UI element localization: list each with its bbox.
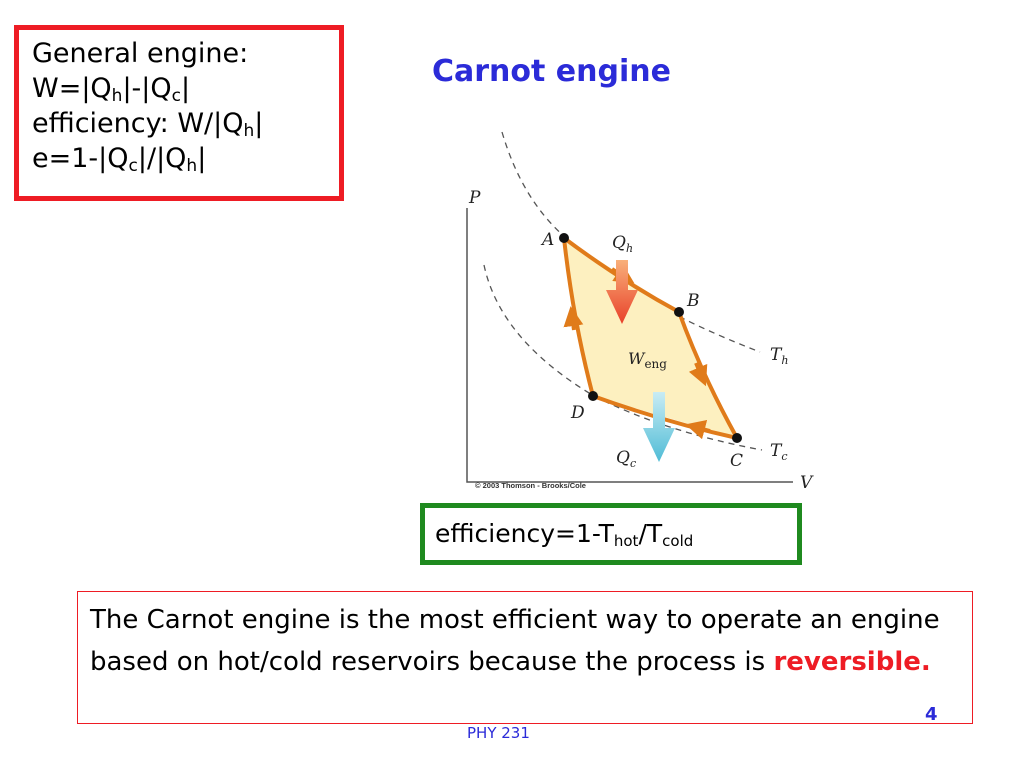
pv-diagram: P V A B C D Qh Qc Weng Th Tc © 2003 Thom… bbox=[466, 131, 814, 493]
slide-title: Carnot engine bbox=[432, 54, 671, 89]
axis-label-p: P bbox=[468, 188, 481, 208]
point-d-label: D bbox=[570, 403, 585, 423]
general-engine-box: General engine: W=|Qh|-|Qc| efficiency: … bbox=[14, 25, 344, 201]
general-engine-heading: General engine: bbox=[32, 38, 249, 69]
point-a-label: A bbox=[540, 230, 554, 250]
slide-number: 4 bbox=[925, 704, 938, 725]
point-c-label: C bbox=[730, 451, 743, 471]
work-label: Weng bbox=[628, 349, 667, 371]
heat-out-arrow bbox=[643, 392, 675, 462]
point-b-dot bbox=[674, 307, 684, 317]
arrow-c-d bbox=[685, 419, 711, 440]
point-d-dot bbox=[588, 391, 598, 401]
axis-label-v: V bbox=[800, 473, 814, 493]
summary-emphasis: reversible. bbox=[773, 647, 931, 677]
carnot-efficiency-box: efficiency=1-Thot/Tcold bbox=[420, 503, 802, 565]
cycle-region bbox=[564, 238, 737, 438]
point-b-label: B bbox=[686, 291, 700, 311]
work-equation: W=|Qh|-|Qc| bbox=[32, 73, 191, 106]
isotherm-hot-label: Th bbox=[770, 345, 788, 367]
point-a-dot bbox=[559, 233, 569, 243]
point-c-dot bbox=[732, 433, 742, 443]
heat-out-label: Qc bbox=[616, 448, 636, 470]
summary-box: The Carnot engine is the most efficient … bbox=[77, 591, 973, 724]
isotherm-cold-label: Tc bbox=[770, 441, 788, 463]
p-axis bbox=[466, 208, 793, 483]
course-label: PHY 231 bbox=[467, 724, 530, 742]
efficiency-equation: e=1-|Qc|/|Qh| bbox=[32, 143, 207, 176]
heat-in-label: Qh bbox=[612, 233, 633, 255]
diagram-copyright: © 2003 Thomson - Brooks/Cole bbox=[475, 481, 586, 490]
heat-in-arrow bbox=[606, 260, 638, 324]
efficiency-definition: efficiency: W/|Qh| bbox=[32, 108, 264, 141]
arrow-d-a bbox=[563, 306, 584, 331]
summary-text: The Carnot engine is the most efficient … bbox=[90, 605, 940, 677]
arrow-b-c bbox=[688, 362, 708, 387]
